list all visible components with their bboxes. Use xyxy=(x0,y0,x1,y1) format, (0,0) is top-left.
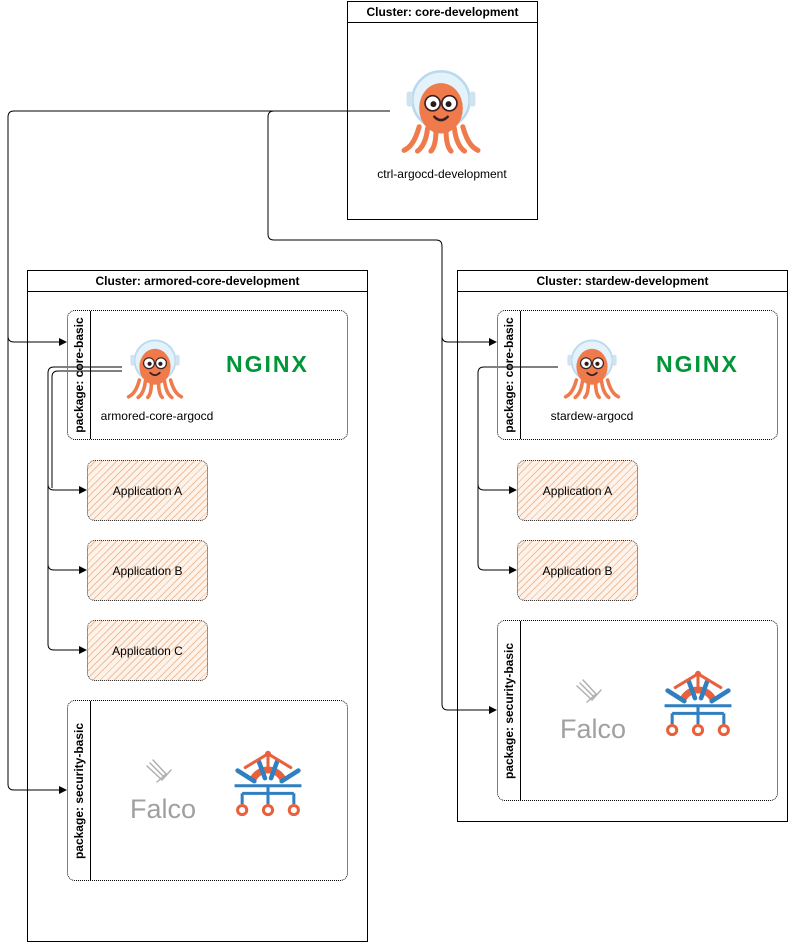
nginx-logo: NGINX xyxy=(226,351,309,377)
cluster-title: Cluster: core-development xyxy=(348,2,537,23)
falco-logo: Falco xyxy=(560,714,627,744)
package-label-text: package: security-basic xyxy=(72,722,86,859)
package-label: package: security-basic xyxy=(68,701,91,880)
application-b-stardew: Application B xyxy=(517,540,638,601)
ctrl-argocd-label: ctrl-argocd-development xyxy=(377,167,507,181)
falco-logo: Falco xyxy=(130,794,197,824)
falco-icon xyxy=(142,757,182,797)
argocd-octopus-icon xyxy=(399,58,483,162)
argocd-octopus-icon xyxy=(125,331,185,405)
package-security-basic-stardew: package: security-basic xyxy=(497,620,778,801)
application-c-armored: Application C xyxy=(87,620,208,681)
application-a-armored: Application A xyxy=(87,460,208,521)
kyverno-icon xyxy=(230,745,306,825)
armored-argocd-label: armored-core-argocd xyxy=(100,409,214,423)
package-label: package: core-basic xyxy=(68,311,91,439)
package-label: package: core-basic xyxy=(498,311,521,439)
stardew-argocd-label: stardew-argocd xyxy=(550,409,634,423)
package-security-basic-armored: package: security-basic xyxy=(67,700,348,881)
argocd-octopus-icon xyxy=(562,331,622,405)
cluster-title: Cluster: armored-core-development xyxy=(28,271,367,292)
cluster-title: Cluster: stardew-development xyxy=(458,271,787,292)
nginx-logo: NGINX xyxy=(656,351,739,377)
package-label-text: package: core-basic xyxy=(502,317,516,433)
package-label-text: package: security-basic xyxy=(502,642,516,779)
application-b-armored: Application B xyxy=(87,540,208,601)
kyverno-icon xyxy=(660,665,736,745)
package-label-text: package: core-basic xyxy=(72,317,86,433)
falco-icon xyxy=(572,677,612,717)
package-label: package: security-basic xyxy=(498,621,521,800)
application-a-stardew: Application A xyxy=(517,460,638,521)
